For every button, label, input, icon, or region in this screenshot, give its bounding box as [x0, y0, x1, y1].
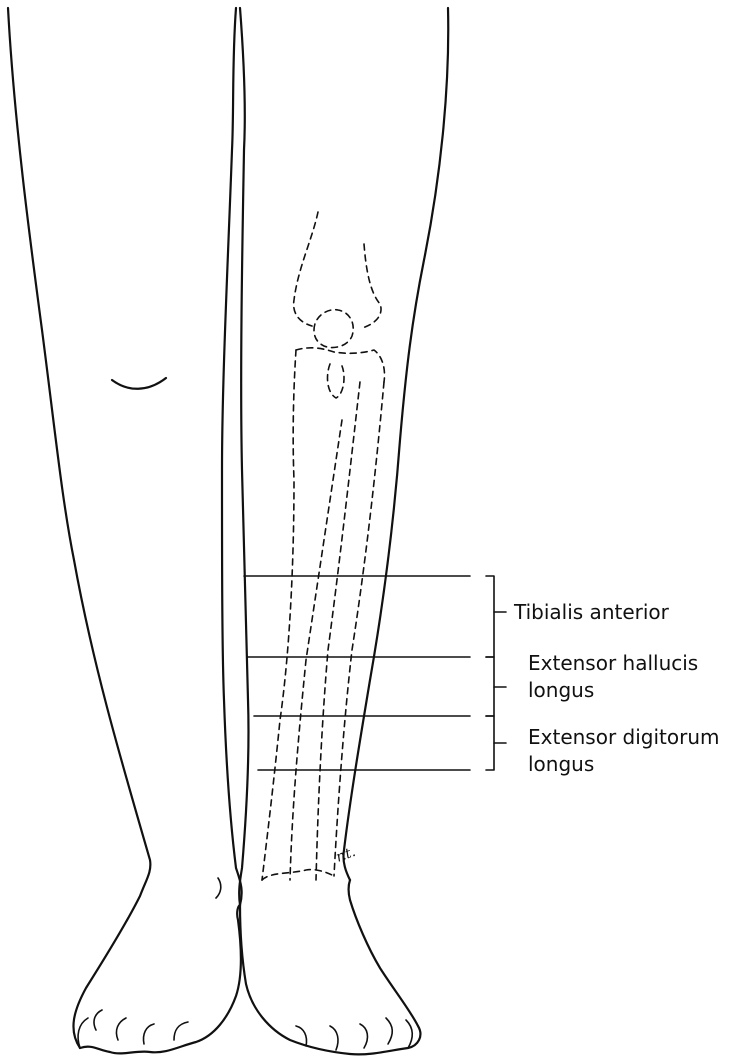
label-extensor-hallucis-line1: Extensor hallucis — [528, 651, 698, 675]
bracket-extensor-hallucis — [486, 657, 506, 716]
artist-signature: r.t. — [334, 844, 358, 866]
right-leg-outline — [239, 8, 448, 1054]
skeleton-dashed-outline — [262, 212, 385, 880]
bracket-tibialis-anterior — [486, 576, 506, 657]
label-extensor-digitorum-line2: longus — [528, 752, 594, 776]
label-extensor-hallucis-line2: longus — [528, 678, 594, 702]
label-extensor-digitorum-line1: Extensor digitorum — [528, 725, 720, 749]
left-leg-outline — [8, 8, 242, 1053]
label-tibialis-anterior: Tibialis anterior — [513, 600, 670, 624]
bracket-extensor-digitorum — [486, 716, 506, 770]
